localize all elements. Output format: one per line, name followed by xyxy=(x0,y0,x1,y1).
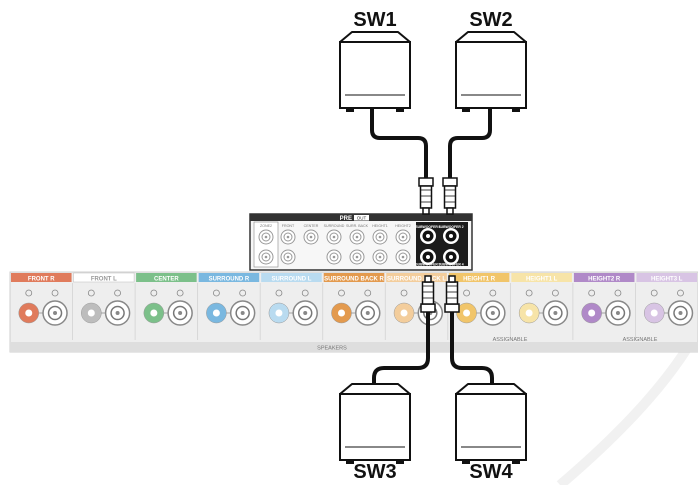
preout-jack xyxy=(258,249,274,265)
background-arc xyxy=(556,327,698,485)
preout-jack xyxy=(395,229,411,245)
subwoofer-preout-label-3: SUBWOOFER 3 xyxy=(415,263,440,267)
preout-title: PRE xyxy=(340,216,352,222)
channel-label-6: SURROUND BACK R xyxy=(324,277,384,283)
preout-jack xyxy=(349,249,365,265)
subwoofer-preout-label-2: SUBWOOFER 2 xyxy=(438,225,463,229)
terminal-pair-2 xyxy=(81,289,131,326)
preout-badge: OUT xyxy=(357,216,367,221)
speakers-label: SPEAKERS xyxy=(317,346,347,352)
preout-column-label-2: FRONT xyxy=(282,224,295,228)
preout-column-label-4: SURROUND xyxy=(324,224,345,228)
preout-column-label-1: ZONE2 xyxy=(260,224,272,228)
channel-3: CENTER xyxy=(136,273,197,283)
cable-sw1 xyxy=(370,106,428,172)
channel-label-9: HEIGHT1 L xyxy=(526,277,558,283)
terminal-pair-3 xyxy=(143,289,193,326)
rca-plug-sw1 xyxy=(418,177,434,215)
terminal-pair-8 xyxy=(456,289,506,326)
preout-jack xyxy=(395,249,411,265)
preout-column-label-7: HEIGHT2 xyxy=(395,224,411,228)
channel-11: HEIGHT3 L xyxy=(636,273,697,283)
subwoofer-preout-jack-2 xyxy=(443,228,459,244)
preout-column-label-3: CENTER xyxy=(304,224,319,228)
channel-6: SURROUND BACK R xyxy=(323,273,384,283)
terminal-pair-4 xyxy=(206,289,256,326)
rca-plug-sw3 xyxy=(420,275,436,313)
channel-7: SURROUND BACK L xyxy=(386,273,447,283)
channel-10: HEIGHT2 R xyxy=(573,273,635,283)
channel-4: SURROUND R xyxy=(198,273,260,283)
preout-jack xyxy=(258,229,274,245)
terminal-pair-10 xyxy=(581,289,631,326)
assignable-label-1: ASSIGNABLE xyxy=(493,337,528,343)
sw2-subwoofer xyxy=(455,31,527,112)
channel-label-1: FRONT R xyxy=(28,277,55,283)
preout-jack xyxy=(280,229,296,245)
sw3-subwoofer xyxy=(339,383,411,464)
rca-plug-sw2 xyxy=(442,177,458,215)
preout-jack xyxy=(372,249,388,265)
terminal-pair-11 xyxy=(643,289,694,326)
preout-jack xyxy=(326,229,342,245)
assignable-label-2: ASSIGNABLE xyxy=(623,337,658,343)
channel-1: FRONT R xyxy=(11,273,72,283)
rca-plug-sw4 xyxy=(444,275,460,313)
channel-5: SURROUND L xyxy=(261,273,322,283)
preout-jack xyxy=(372,229,388,245)
channel-label-11: HEIGHT3 L xyxy=(651,277,683,283)
sw1-label: SW1 xyxy=(353,9,396,31)
preout-jack xyxy=(326,249,342,265)
terminal-pair-1 xyxy=(18,289,68,326)
cable-sw3 xyxy=(372,310,430,386)
subwoofer-preout-jack-1 xyxy=(420,228,436,244)
cable-sw4 xyxy=(450,310,494,386)
channel-label-7: SURROUND BACK L xyxy=(387,277,446,283)
sw4-subwoofer xyxy=(455,383,527,464)
terminal-pair-9 xyxy=(518,289,569,326)
channel-label-4: SURROUND R xyxy=(209,277,250,283)
channel-label-5: SURROUND L xyxy=(271,277,311,283)
channel-9: HEIGHT1 L xyxy=(511,273,572,283)
subwoofer-preout-label-4: SUBWOOFER 4 xyxy=(438,263,463,267)
speaker-terminal-strip: FRONT R FRONT L CENTER SURROUND R SURROUND L… xyxy=(9,271,698,353)
cables xyxy=(370,106,494,386)
terminal-pair-5 xyxy=(268,289,318,326)
subwoofer-preout-jack-3 xyxy=(420,249,436,265)
channel-label-3: CENTER xyxy=(154,277,179,283)
sw2-label: SW2 xyxy=(469,9,512,31)
subwoofer-preout-label-1: SUBWOOFER 1 xyxy=(415,225,440,229)
preout-column-label-6: HEIGHT1 xyxy=(372,224,388,228)
preout-jack xyxy=(349,229,365,245)
channel-8: HEIGHT1 R xyxy=(448,273,510,283)
channel-2: FRONT L xyxy=(73,272,135,283)
cable-sw2 xyxy=(448,106,492,172)
sw1-subwoofer xyxy=(339,31,411,112)
channel-label-8: HEIGHT1 R xyxy=(463,277,496,283)
sw3-label: SW3 xyxy=(353,461,396,483)
terminal-pair-6 xyxy=(331,289,381,326)
preout-jack xyxy=(303,229,319,245)
channel-label-10: HEIGHT2 R xyxy=(588,277,621,283)
channel-label-2: FRONT L xyxy=(91,277,117,283)
sw4-label: SW4 xyxy=(469,461,513,483)
preout-column-label-5: SURR. BACK xyxy=(346,224,369,228)
preout-jack xyxy=(280,249,296,265)
subwoofer-preout-jack-4 xyxy=(443,249,459,265)
